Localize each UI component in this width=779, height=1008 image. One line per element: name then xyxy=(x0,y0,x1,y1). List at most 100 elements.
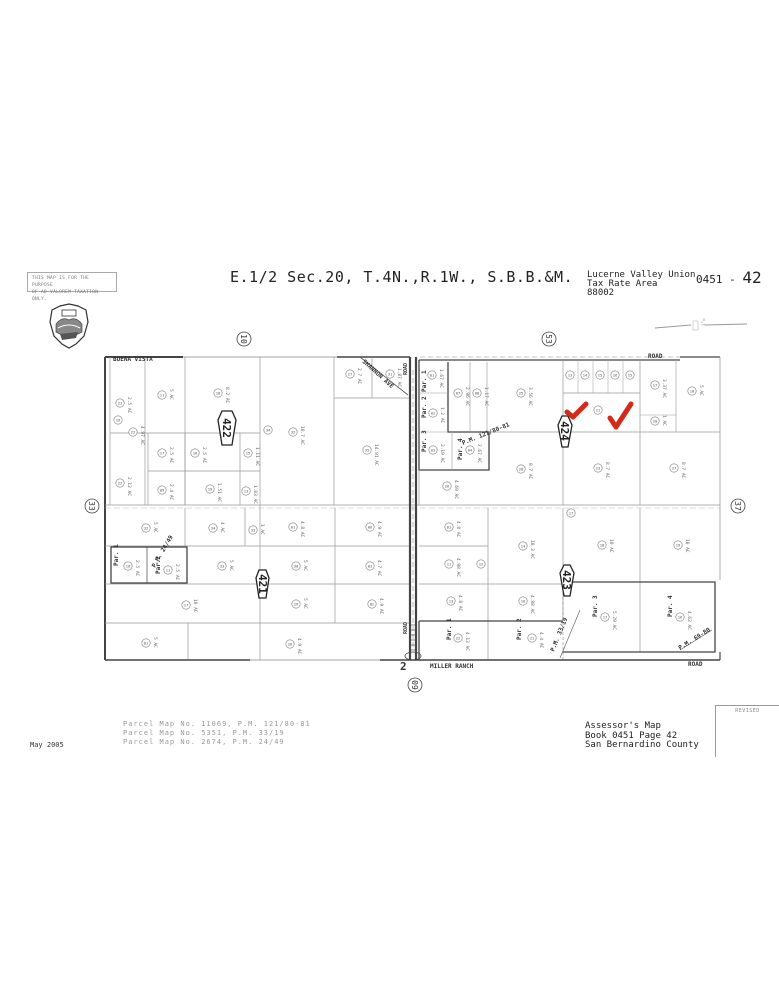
parcel-acreage: 2.5 AC xyxy=(201,447,207,464)
parcel-acreage: 1.11 AC xyxy=(254,447,260,466)
parcel-acreage: 1.17 AC xyxy=(483,387,489,406)
parcel-number-circle xyxy=(675,612,685,622)
block-label-422: 422 xyxy=(217,410,237,446)
par-label: Par. 1 xyxy=(421,370,428,392)
parcel-acreage: 8.2 AC xyxy=(224,387,230,404)
parcel-number-circle xyxy=(625,370,635,380)
road-corner-number: 2 xyxy=(400,660,407,673)
parcel-acreage: 4 AC xyxy=(219,522,225,533)
checkmark-icon xyxy=(607,401,634,430)
svg-text:33: 33 xyxy=(87,501,96,511)
parcel-number-circle xyxy=(365,522,375,532)
par-label: Par. 3 xyxy=(421,430,428,452)
parcel-number: 01 xyxy=(144,641,149,646)
parcel-acreage: 2.7 AC xyxy=(356,368,362,385)
parcel-number: 03 xyxy=(368,564,373,569)
scale-bar: 1"=400' xyxy=(655,318,748,331)
block-label-423: 423 xyxy=(559,564,575,597)
parcel-acreage: 10 AC xyxy=(684,539,690,553)
parcel-acreage: 5 AC xyxy=(302,598,308,609)
parcel-number-circle xyxy=(243,448,253,458)
map-number: 0451 - 42 xyxy=(696,268,762,287)
parcel-acreage: 10 AC xyxy=(192,599,198,613)
parcel: 15 xyxy=(625,370,635,380)
parcel-acreage: 2.19 AC xyxy=(439,444,445,463)
parcel-number: 17 xyxy=(160,451,165,456)
parcel-number: 08 xyxy=(475,391,480,396)
parcel-number: 30 xyxy=(294,564,299,569)
parcel-number: 16 xyxy=(521,599,526,604)
parcel-number-circle xyxy=(248,525,258,535)
road-label-miller-ranch: MILLER RANCH xyxy=(430,663,474,670)
parcel-number: 20 xyxy=(653,419,658,424)
parcel-acreage: 2.5 AC xyxy=(134,560,140,577)
parcel-number-circle xyxy=(291,561,301,571)
assessor-county: San Bernardino County xyxy=(585,740,699,750)
par-label: Par. 1 xyxy=(113,544,120,566)
assessor-info: Assessor's Map Book 0451 Page 42 San Ber… xyxy=(585,721,699,751)
parcel-acreage: 1 AC xyxy=(661,415,667,426)
parcel-number: 19 xyxy=(208,487,213,492)
parcel-number-circle xyxy=(428,445,438,455)
parcel-number: 25 xyxy=(519,391,524,396)
parcel-number: 15 xyxy=(628,373,633,378)
parcel-number: 11 xyxy=(166,568,171,573)
parcel-number: 01 xyxy=(430,373,435,378)
parcel-number-circle xyxy=(208,523,218,533)
parcel-acreage: 4.9 AC xyxy=(376,521,382,538)
parcel-number-circle xyxy=(673,540,683,550)
par-label: Par. 4 xyxy=(667,595,674,617)
svg-text:421: 421 xyxy=(256,574,269,594)
parcel-number: 01 xyxy=(447,525,452,530)
svg-text:53: 53 xyxy=(544,334,553,344)
tax-rate-area: Lucerne Valley Union Tax Rate Area 88002 xyxy=(587,271,695,298)
parcel-number: 06 xyxy=(368,525,373,530)
parcel-number-circle xyxy=(442,481,452,491)
parcel-number-circle xyxy=(385,369,395,379)
parcel-number-circle xyxy=(241,486,251,496)
parcel-acreage: 5 AC xyxy=(168,389,174,400)
parcel-number: 03 xyxy=(431,448,436,453)
parcel-acreage: 8.7 AC xyxy=(527,463,533,480)
parcel-number: 15 xyxy=(246,451,251,456)
parcel-number-circle xyxy=(181,600,191,610)
map-book: 0451 - xyxy=(696,273,736,286)
adjacent-page-bottom: 09 xyxy=(407,677,423,693)
parcel-number-circle xyxy=(565,370,575,380)
block-label-424: 424 xyxy=(557,415,573,448)
parcel-number: 21 xyxy=(596,408,601,413)
parcel-number-circle xyxy=(650,416,660,426)
road-label-bottom-right: ROAD xyxy=(688,661,703,668)
parcel-number-circle xyxy=(362,445,372,455)
parcel-acreage: 4.9 AC xyxy=(378,598,384,615)
parcel-acreage: 5 AC xyxy=(152,637,158,648)
parcel-number: 16 xyxy=(613,373,618,378)
parcel-number-circle xyxy=(444,559,454,569)
parcel-number-circle xyxy=(566,508,576,518)
parcel-number: 12 xyxy=(479,562,484,567)
parcel-number: 22 xyxy=(131,430,136,435)
parcel-number: 09 xyxy=(160,488,165,493)
parcel-acreage: 3.56 AC xyxy=(527,387,533,406)
block-labels: 422 421 424 423 xyxy=(217,410,575,599)
disclaimer-box: THIS MAP IS FOR THE PURPOSE OF AD VALORE… xyxy=(27,272,117,302)
parcel-number: 27 xyxy=(348,372,353,377)
parcel-number-circle xyxy=(428,408,438,418)
